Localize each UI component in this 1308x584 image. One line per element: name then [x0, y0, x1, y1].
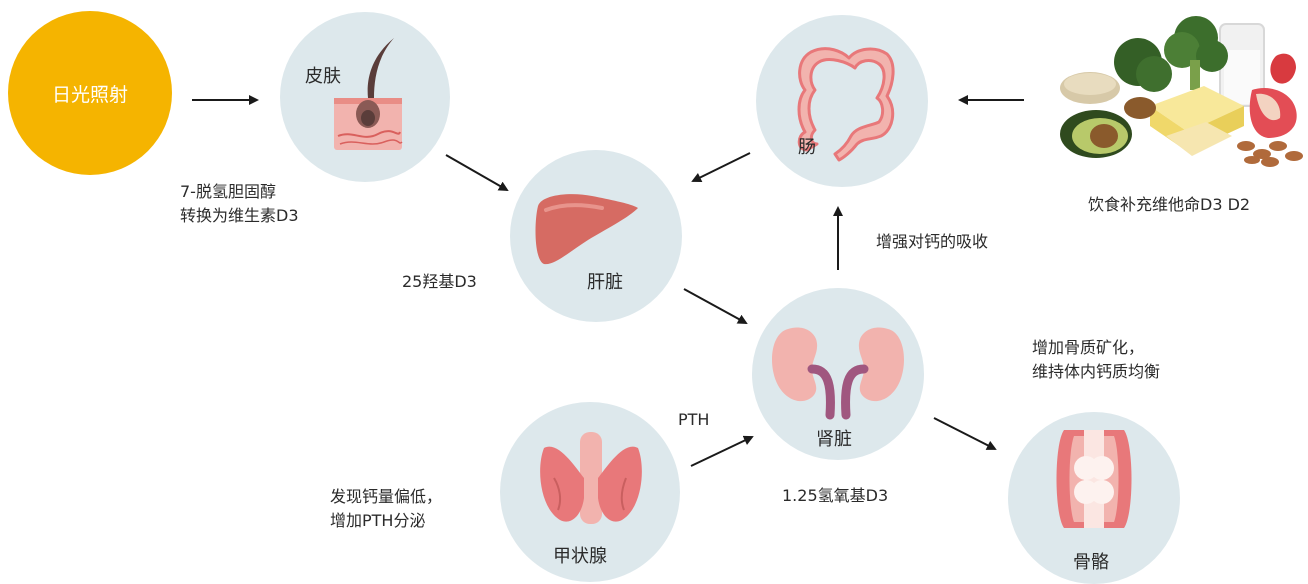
thyroid-label: 甲状腺 — [553, 542, 607, 568]
sunlight-node: 日光照射 — [8, 11, 172, 175]
skin-note: 7-脱氢胆固醇 转换为维生素D3 — [180, 180, 299, 228]
liver-icon — [532, 192, 642, 270]
intestine-label: 肠 — [798, 133, 816, 159]
kidney-label: 肾脏 — [816, 425, 852, 451]
arrow-kidney-to-bone — [934, 418, 995, 449]
arrow-thyroid-to-kidney — [691, 437, 752, 466]
kidney-product-note: 1.25氢氧基D3 — [782, 484, 888, 508]
arrow-liver-to-kidney — [684, 289, 746, 323]
thyroid-icon — [536, 428, 646, 530]
sunlight-label: 日光照射 — [52, 80, 128, 107]
skin-label: 皮肤 — [305, 62, 341, 88]
thyroid-note-line2: 增加PTH分泌 — [330, 509, 442, 533]
food-icon — [1056, 10, 1306, 175]
bone-note: 增加骨质矿化， 维持体内钙质均衡 — [1032, 336, 1160, 384]
diet-note: 饮食补充维他命D3 D2 — [1088, 193, 1250, 217]
thyroid-note-line1: 发现钙量偏低， — [330, 485, 442, 509]
bone-icon — [1050, 424, 1138, 534]
arrow-intestine-to-liver — [693, 153, 750, 181]
bone-note-line1: 增加骨质矿化， — [1032, 336, 1160, 360]
intestine-effect-note: 增强对钙的吸收 — [876, 230, 988, 254]
liver-product-note: 25羟基D3 — [402, 268, 477, 292]
skin-note-line2: 转换为维生素D3 — [180, 204, 299, 228]
bone-label: 骨骼 — [1073, 548, 1109, 574]
thyroid-note: 发现钙量偏低， 增加PTH分泌 — [330, 485, 442, 533]
kidney-icon — [768, 325, 908, 415]
liver-label: 肝脏 — [587, 268, 623, 294]
bone-note-line2: 维持体内钙质均衡 — [1032, 360, 1160, 384]
pth-label: PTH — [678, 408, 709, 432]
skin-icon — [328, 38, 408, 156]
skin-note-line1: 7-脱氢胆固醇 — [180, 180, 299, 204]
arrow-skin-to-liver — [446, 155, 507, 190]
